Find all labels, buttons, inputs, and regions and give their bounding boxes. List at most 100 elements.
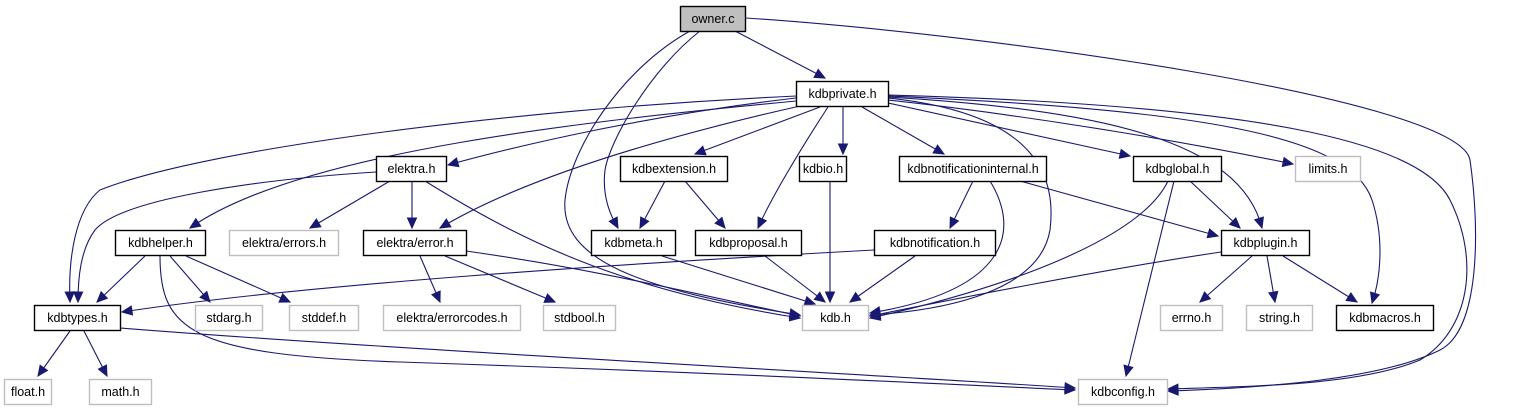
- node-elektra-error-h[interactable]: elektra/error.h: [362, 229, 468, 257]
- node-label: owner.c: [691, 12, 734, 26]
- node-label: kdb.h: [820, 311, 851, 325]
- edge-elektra-h-to-elektra-error-h: [406, 181, 418, 230]
- edges-layer: [37, 17, 1477, 396]
- edge-kdbproposal-h-to-kdb-h: [764, 255, 826, 303]
- node-kdbplugin-h[interactable]: kdbplugin.h: [1220, 229, 1311, 257]
- edge-arrowhead: [1253, 216, 1264, 230]
- edge-arrowhead: [1345, 291, 1359, 303]
- node-kdbtypes-h[interactable]: kdbtypes.h: [33, 304, 122, 332]
- node-label: math.h: [101, 385, 139, 399]
- node-kdbproposal-h[interactable]: kdbproposal.h: [694, 229, 803, 257]
- edge-line: [887, 95, 1381, 304]
- edge-line: [1282, 255, 1358, 303]
- edge-line: [1019, 180, 1219, 237]
- node-kdbconfig-h: kdbconfig.h: [1077, 378, 1169, 406]
- edge-line: [869, 97, 1052, 316]
- edge-elektra-h-to-kdbtypes-h: [72, 171, 377, 304]
- edge-line: [185, 255, 291, 303]
- node-kdbhelper-h[interactable]: kdbhelper.h: [114, 229, 207, 257]
- edge-kdbnotification-h-to-kdbtypes-h: [120, 249, 875, 316]
- edge-arrowhead: [813, 291, 826, 303]
- node-kdbglobal-h[interactable]: kdbglobal.h: [1132, 155, 1223, 183]
- node-box: [542, 304, 617, 332]
- node-box: [3, 378, 53, 406]
- edge-kdbnotification-h-to-kdb-h: [849, 255, 916, 303]
- node-kdbextension-h[interactable]: kdbextension.h: [619, 155, 729, 183]
- node-box: [1220, 229, 1311, 257]
- node-errno-h: errno.h: [1159, 304, 1224, 332]
- edge-line: [77, 171, 377, 303]
- edge-line: [603, 30, 701, 229]
- edge-kdbtypes-h-to-math-h: [83, 330, 108, 378]
- edge-line: [764, 255, 826, 303]
- edge-kdbprivate-h-to-kdbconfig-h: [887, 94, 1468, 394]
- edge-line: [69, 95, 797, 303]
- edge-arrowhead: [1281, 156, 1295, 168]
- edge-line: [439, 105, 801, 229]
- node-label: stdarg.h: [206, 311, 251, 325]
- node-owner-c[interactable]: owner.c: [679, 5, 747, 33]
- node-elektra-h[interactable]: elektra.h: [375, 155, 448, 183]
- node-box: [1335, 304, 1435, 332]
- edge-kdbprivate-h-to-kdbplugin-h: [887, 96, 1264, 230]
- edge-arrowhead: [120, 305, 134, 316]
- edge-owner-c-to-kdbmeta-h: [603, 30, 701, 230]
- node-kdbmeta-h[interactable]: kdbmeta.h: [590, 229, 677, 257]
- edge-line: [447, 97, 797, 166]
- edge-arrowhead: [199, 290, 211, 303]
- node-box: [1245, 304, 1314, 332]
- node-label: kdbplugin.h: [1234, 236, 1298, 250]
- node-label: string.h: [1259, 311, 1300, 325]
- edge-kdbnotificationinternal-h-to-kdbnotification-h: [949, 180, 974, 230]
- edge-kdbprivate-h-to-elektra-h: [446, 97, 797, 168]
- edge-line: [887, 99, 1294, 165]
- node-label: kdbmacros.h: [1349, 311, 1421, 325]
- node-box: [33, 304, 122, 332]
- edge-arrowhead: [188, 217, 202, 229]
- edge-line: [1199, 255, 1253, 303]
- node-kdbnotification-h[interactable]: kdbnotification.h: [873, 229, 997, 257]
- node-box: [1132, 155, 1223, 183]
- node-box: [194, 304, 264, 332]
- edge-arrowhead: [430, 290, 441, 304]
- node-math-h: math.h: [88, 378, 153, 406]
- node-limits-h: limits.h: [1294, 155, 1362, 183]
- edge-kdbprivate-h-to-limits-h: [887, 99, 1295, 168]
- nodes-layer: owner.c kdbprivate.h elektra.h kdbextension…: [3, 5, 1435, 406]
- edge-arrowhead: [97, 364, 108, 378]
- node-stddef-h: stddef.h: [288, 304, 360, 332]
- node-label: stdbool.h: [554, 311, 605, 325]
- edge-line: [564, 30, 801, 316]
- node-box: [679, 5, 747, 33]
- edge-kdbprivate-h-to-kdbio-h: [837, 107, 849, 156]
- edge-line: [424, 180, 801, 319]
- edge-arrowhead: [1166, 383, 1179, 394]
- edge-line: [159, 255, 1076, 391]
- edge-kdbprivate-h-to-kdbnotificationinternal-h: [861, 106, 946, 155]
- edge-arrowhead: [72, 291, 84, 304]
- edge-arrowhead: [446, 157, 460, 168]
- edge-arrowhead: [803, 295, 817, 306]
- edge-arrowhead: [96, 290, 109, 303]
- edge-arrowhead: [64, 291, 75, 304]
- edge-line: [309, 180, 391, 229]
- edge-arrowhead: [608, 216, 619, 230]
- edge-arrowhead: [788, 308, 802, 319]
- edge-kdbprivate-h-to-kdbglobal-h: [887, 102, 1132, 159]
- edge-kdbmeta-h-to-kdb-h: [661, 255, 817, 306]
- edge-kdbextension-h-to-kdbproposal-h: [684, 180, 726, 229]
- edge-kdbplugin-h-to-kdb-h: [868, 251, 1222, 320]
- node-kdbprivate-h[interactable]: kdbprivate.h: [795, 80, 890, 108]
- node-kdbio-h[interactable]: kdbio.h: [798, 155, 848, 183]
- node-kdbnotificationinternal-h[interactable]: kdbnotificationinternal.h: [898, 155, 1048, 183]
- node-label: kdbglobal.h: [1146, 162, 1210, 176]
- edge-arrowhead: [932, 144, 946, 155]
- node-label: stddef.h: [302, 311, 347, 325]
- node-kdbmacros-h[interactable]: kdbmacros.h: [1335, 304, 1435, 332]
- edge-line: [745, 17, 1477, 392]
- edge-line: [869, 251, 1222, 317]
- edge-kdbprivate-h-to-kdbmacros-h: [887, 95, 1381, 305]
- node-box: [382, 304, 522, 332]
- edge-line: [869, 180, 1005, 314]
- edge-arrowhead: [1064, 382, 1077, 393]
